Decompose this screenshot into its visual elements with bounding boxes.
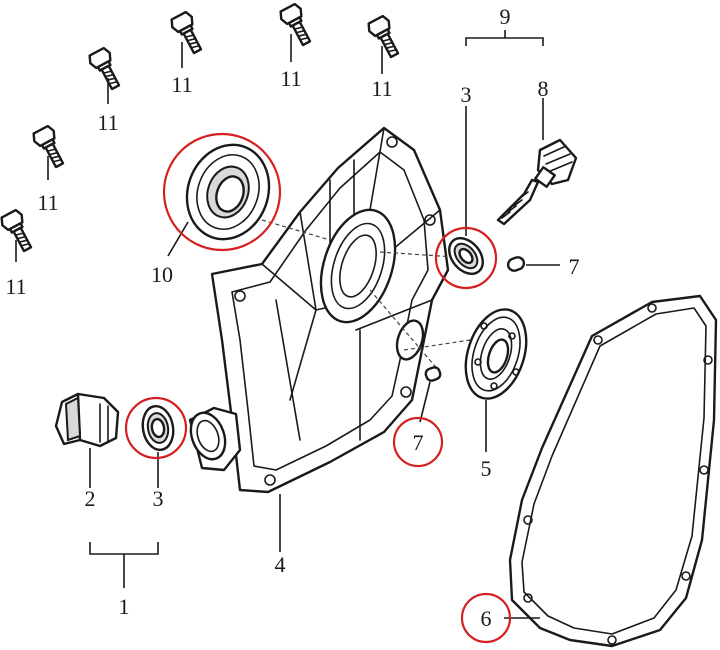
callout-1: 1 xyxy=(119,594,130,619)
callout-7-lower: 7 xyxy=(413,430,424,455)
oil-seal-large xyxy=(185,143,271,241)
callout-6: 6 xyxy=(481,606,492,631)
dowel-pin-right xyxy=(506,256,526,272)
washer-left xyxy=(141,404,175,452)
highlight-washer-left xyxy=(124,396,188,460)
callout-9: 9 xyxy=(500,4,511,29)
highlight-callout-6 xyxy=(460,592,512,644)
highlight-washer-right xyxy=(434,226,498,290)
bracket-1 xyxy=(89,542,159,588)
callout-8: 8 xyxy=(538,76,549,101)
washer-right xyxy=(448,237,484,275)
callout-5: 5 xyxy=(481,456,492,481)
callout-11-e: 11 xyxy=(37,190,58,215)
crankcase-cover xyxy=(188,126,450,494)
bolt-b xyxy=(279,2,312,47)
highlight-callout-7 xyxy=(392,416,444,468)
callout-11-d: 11 xyxy=(97,110,118,135)
callout-7-right: 7 xyxy=(569,254,580,279)
callout-3-left: 3 xyxy=(153,486,164,511)
bolt-a xyxy=(170,10,203,55)
bolt-c xyxy=(367,14,400,59)
highlight-oil-seal xyxy=(162,132,282,252)
callout-11-a: 11 xyxy=(171,72,192,97)
callout-3-right: 3 xyxy=(461,82,472,107)
drain-plug xyxy=(54,392,120,448)
alignment-lines xyxy=(261,219,471,373)
bolt-f xyxy=(0,208,33,253)
dowel-pin-lower-leader xyxy=(419,381,431,423)
callout-11-f: 11 xyxy=(5,274,26,299)
bolt-d xyxy=(88,46,121,91)
callout-11-b: 11 xyxy=(280,66,301,91)
oil-dipstick xyxy=(496,138,578,226)
callout-10: 10 xyxy=(151,262,173,287)
bolt-e xyxy=(32,124,65,169)
bracket-9 xyxy=(465,30,544,46)
callout-11-c: 11 xyxy=(371,76,392,101)
oil-seal-leader xyxy=(167,221,189,257)
callout-4: 4 xyxy=(275,552,286,577)
callout-2: 2 xyxy=(85,486,96,511)
ball-bearing xyxy=(464,308,528,400)
dowel-pin-lower xyxy=(424,366,442,382)
cover-gasket xyxy=(508,294,718,648)
